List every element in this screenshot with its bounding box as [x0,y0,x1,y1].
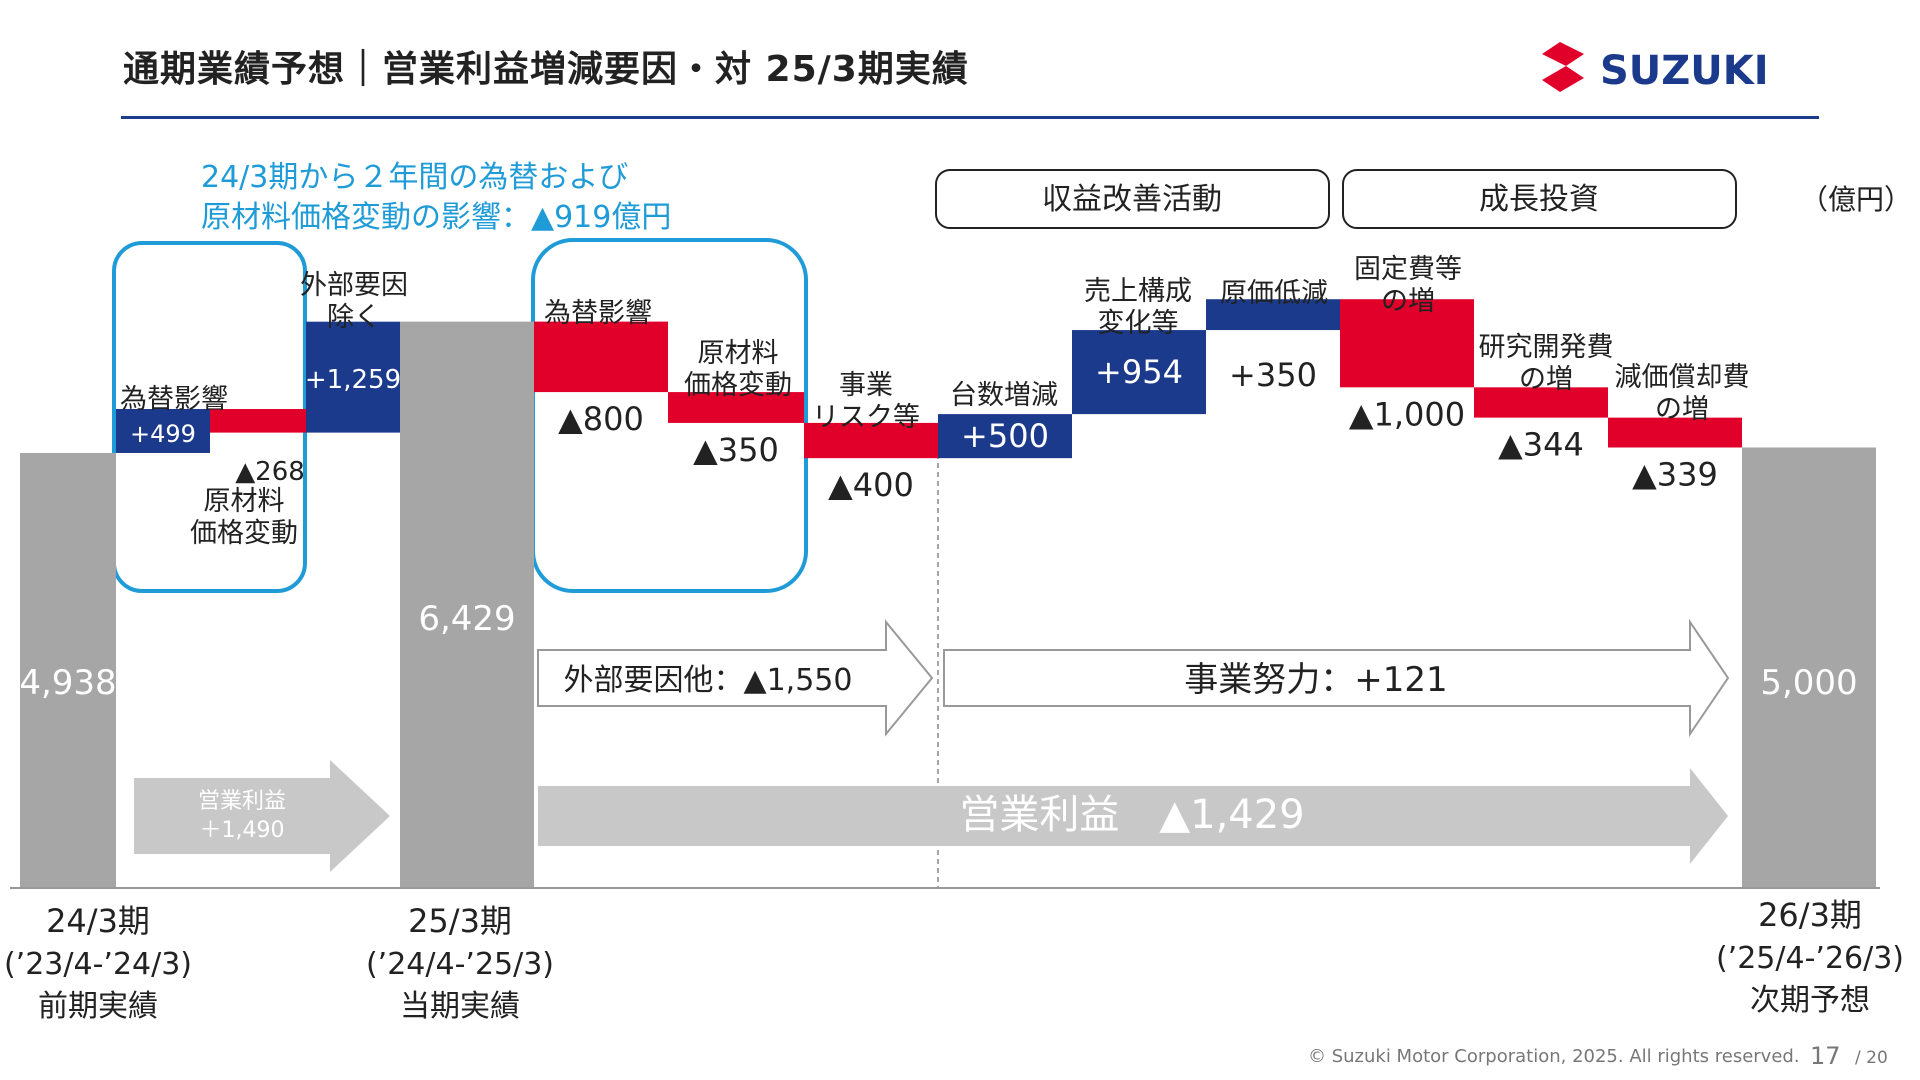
arrow-prev-profit [134,760,390,872]
arrow-prev-line1: 営業利益 [198,789,286,814]
bar-3 [306,321,400,433]
category-label-2-1: 価格変動 [190,518,298,549]
period-labels-group: 24/3期 (’23/4-’24/3) 前期実績 25/3期 (’24/4-’25/3)… [4,896,1904,1024]
arrow-total-label: 営業利益 ▲1,429 [959,792,1304,838]
copyright-text: © Suzuki Motor Corporation, 2025. All ri… [1308,1046,1800,1067]
value-label-5: ▲800 [558,400,644,438]
category-label-6-1: 価格変動 [684,370,792,401]
fx-note-line1: 24/3期から２年間の為替および [201,160,629,195]
category-label-10-0: 原価低減 [1220,278,1328,309]
category-label-7-1: リスク等 [812,402,920,433]
period-label-0-0: 24/3期 [46,902,150,940]
bar-7 [804,422,938,459]
bar-13 [1608,417,1742,448]
arrow-effort [943,618,1730,738]
category-label-9-1: 変化等 [1098,308,1179,339]
bar-labels-group: 4,938 +499 ▲268 +1,259 6,429 ▲800 ▲350 ▲400 +500… [19,353,1857,703]
category-label-5-0: 為替影響 [544,298,652,329]
category-label-11-0: 固定費等 [1354,254,1462,285]
bar-0 [20,452,116,888]
arrow-external [537,619,934,737]
category-label-13-0: 減価償却費 [1615,362,1750,393]
value-label-1: +499 [130,420,196,448]
bar-12 [1474,387,1608,418]
value-label-2: ▲268 [235,457,305,487]
period-label-0-1: (’23/4-’24/3) [4,947,192,982]
value-label-12: ▲344 [1498,426,1584,464]
arrow-prev-line2: ＋1,490 [200,818,285,843]
category-label-3-0: 外部要因 [300,270,408,301]
value-label-10: +350 [1229,356,1317,394]
page-title: 通期業績予想｜営業利益増減要因・対 25/3期実績 [123,49,969,90]
bar-6 [668,392,804,423]
value-label-14: 5,000 [1760,663,1857,703]
page-total: / 20 [1855,1048,1888,1068]
bar-10 [1206,299,1340,331]
profit-improvement-label: 収益改善活動 [1042,182,1222,217]
category-label-13-1: の増 [1655,394,1709,425]
bar-8 [938,414,1072,459]
value-label-9: +954 [1095,353,1183,391]
period-label-0-2: 前期実績 [38,989,158,1024]
bar-9 [1072,330,1206,415]
bar-1 [116,409,210,453]
fx-note-line2: 原材料価格変動の影響：▲919億円 [201,200,672,235]
growth-investment-label: 成長投資 [1479,182,1599,217]
period-label-1-2: 当期実績 [400,989,520,1024]
bar-4 [400,321,534,888]
value-label-4: 6,429 [418,599,515,639]
growth-investment-box [1342,169,1737,229]
title-divider [121,116,1819,119]
category-label-11-1: の増 [1381,286,1435,317]
period-label-2-2: 次期予想 [1750,983,1870,1018]
value-label-11: ▲1,000 [1349,395,1465,433]
category-label-1-0: 為替影響 [120,384,228,415]
bars-group [20,299,1876,888]
arrow-external-label: 外部要因他：▲1,550 [564,663,853,698]
period-label-2-0: 26/3期 [1758,896,1862,934]
period-label-1-1: (’24/4-’25/3) [366,947,554,982]
value-label-7: ▲400 [828,466,914,504]
page-number: 17 [1810,1042,1841,1070]
category-label-2-0: 原材料 [204,486,285,517]
logo-text: SUZUKI [1600,48,1769,94]
unit-label: （億円） [1800,183,1913,216]
category-label-9-0: 売上構成 [1084,276,1192,307]
value-label-13: ▲339 [1632,456,1718,494]
arrow-effort-label: 事業努力：+121 [1184,660,1447,700]
profit-improvement-box [935,169,1330,229]
suzuki-s-mark-icon [1542,42,1584,92]
bar-2 [210,409,306,433]
category-label-6-0: 原材料 [698,338,779,369]
value-label-3: +1,259 [305,365,401,395]
bar-14 [1742,447,1876,888]
period-label-1-0: 25/3期 [408,902,512,940]
suzuki-logo: SUZUKI [1542,42,1769,94]
period-label-2-1: (’25/4-’26/3) [1716,941,1904,976]
category-label-7-0: 事業 [839,370,893,401]
category-label-12-1: の増 [1519,364,1573,395]
bar-11 [1340,299,1474,388]
value-label-8: +500 [961,417,1049,455]
category-label-12-0: 研究開発費 [1479,332,1614,363]
value-label-0: 4,938 [19,663,116,703]
value-label-6: ▲350 [693,431,779,469]
category-labels-group: 為替影響原材料価格変動外部要因除く為替影響原材料価格変動事業リスク等台数増減売上… [120,254,1750,549]
arrow-total [538,768,1728,864]
bar-5 [534,321,668,393]
category-label-3-1: 除く [327,302,381,333]
category-label-8-0: 台数増減 [950,380,1058,411]
